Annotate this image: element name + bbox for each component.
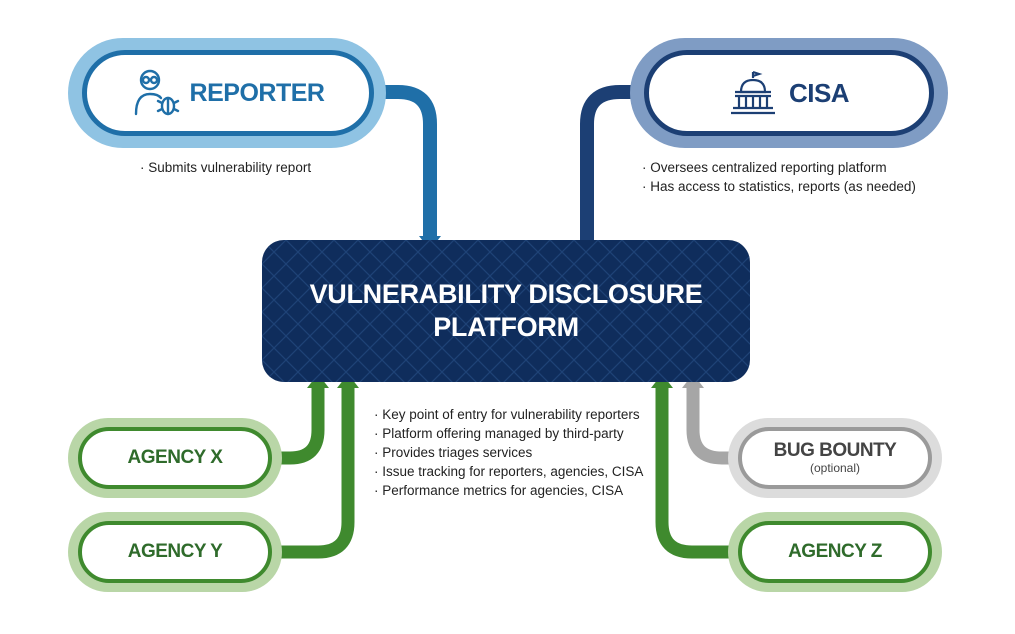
platform-title-line1: VULNERABILITY DISCLOSURE [309,279,703,309]
agency-y-label: AGENCY Y [127,541,223,562]
platform-note: Key point of entry for vulnerability rep… [374,405,643,424]
cisa-connector [580,85,654,244]
cisa-notes: Oversees centralized reporting platform … [642,158,916,196]
platform-note: Platform offering managed by third-party [374,424,643,443]
agency-x-connector [272,388,325,465]
platform-note: Issue tracking for reporters, agencies, … [374,462,643,481]
capitol-building-icon [730,70,775,115]
reporter-notes: Submits vulnerability report [140,158,311,177]
reporter-label: REPORTER [189,78,325,107]
agency-z-connector [655,388,740,559]
agency-y-connector [272,388,355,559]
reporter-note: Submits vulnerability report [140,158,311,177]
platform-note: Provides triages services [374,443,643,462]
cisa-note: Has access to statistics, reports (as ne… [642,177,916,196]
cisa-label: CISA [788,77,850,108]
bug-bounty-connector [686,388,738,465]
platform-notes: Key point of entry for vulnerability rep… [374,405,643,500]
bug-bounty-sublabel: (optional) [809,461,861,475]
platform-title-line2: PLATFORM [433,312,579,342]
cisa-pill: CISA [644,50,934,136]
agency-x-pill: AGENCY X [78,427,272,489]
agency-z-label: AGENCY Z [788,541,882,562]
reporter-pill: REPORTER [82,50,374,136]
cisa-note: Oversees centralized reporting platform [642,158,916,177]
platform-pattern [262,240,750,382]
platform-note: Performance metrics for agencies, CISA [374,481,643,500]
agency-x-label: AGENCY X [127,447,223,468]
agency-z-pill: AGENCY Z [738,521,932,583]
reporter-connector [372,85,437,236]
reporter-bug-icon [134,69,179,116]
agency-y-pill: AGENCY Y [78,521,272,583]
bug-bounty-pill: BUG BOUNTY (optional) [738,427,932,489]
platform-box: VULNERABILITY DISCLOSURE PLATFORM [262,240,750,382]
bug-bounty-label: BUG BOUNTY [773,440,897,461]
